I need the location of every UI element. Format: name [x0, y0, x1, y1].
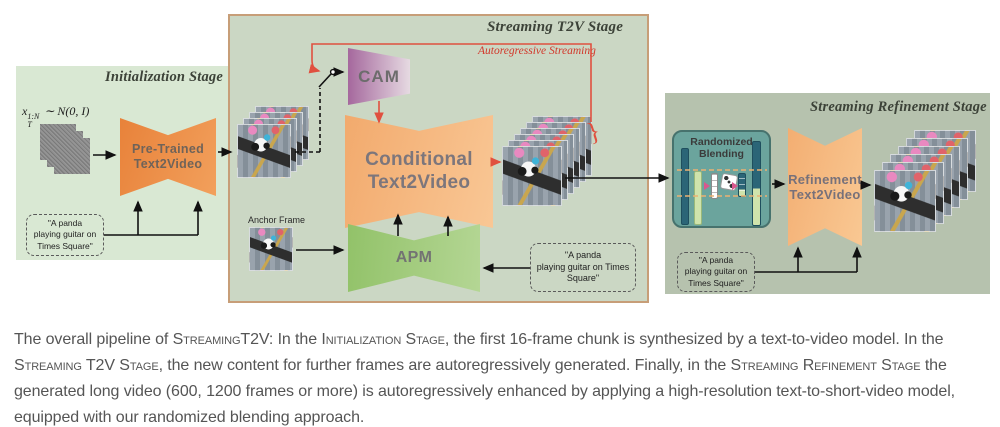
- refinement-text2video-model: Refinement Text2Video: [788, 128, 862, 246]
- initialization-stage-title: Initialization Stage: [105, 69, 224, 85]
- formula-base: x: [22, 104, 28, 118]
- prompt-line: "A panda: [564, 249, 602, 260]
- blending-merged-bar: [752, 141, 761, 226]
- conditional-text2video-model: Conditional Text2Video: [345, 115, 493, 228]
- model-label-line: Text2Video: [789, 187, 861, 202]
- formula-tail: ∼ N(0, I): [44, 104, 90, 118]
- figure-caption: The overall pipeline of StreamingT2V: In…: [14, 327, 989, 427]
- caption-segment: , the first 16-frame chunk is synthesize…: [444, 331, 944, 348]
- blend-step-arrow-icon: [704, 182, 710, 190]
- caption-smallcaps-segment: Streaming: [172, 331, 241, 348]
- prompt-line: "A panda: [698, 255, 734, 266]
- autoregressive-streaming-label: Autoregressive Streaming: [478, 45, 596, 57]
- streaming-t2v-stage-title: Streaming T2V Stage: [487, 19, 624, 35]
- noise-frames-stack: [40, 124, 90, 174]
- blending-label-line: Blending: [699, 148, 744, 161]
- formula-sup: 1:N: [27, 112, 40, 121]
- model-label-line: Pre-Trained: [131, 142, 205, 157]
- prompt-line: playing guitar on Times: [536, 261, 630, 272]
- caption-segment: The overall pipeline of: [14, 331, 173, 348]
- cam-label: CAM: [358, 66, 400, 86]
- prompt-box-streaming: "A panda playing guitar on Times Square": [530, 243, 636, 292]
- model-label-line: Refinement: [788, 171, 862, 187]
- streaming-refinement-stage-title: Streaming Refinement Stage: [810, 99, 987, 115]
- caption-segment: , the new content for further frames are…: [158, 356, 731, 374]
- randomized-blending-label: Randomized Blending: [674, 136, 769, 160]
- blending-chunk-bar-light: [694, 171, 702, 225]
- formula-sub: T: [27, 120, 32, 130]
- blending-overlap-cells: [711, 173, 718, 199]
- noise-frame: [40, 124, 76, 160]
- anchor-frame-image: [249, 227, 293, 271]
- frame-stack-input-chunk: [237, 106, 309, 178]
- blending-result-cells: [738, 173, 746, 197]
- prompt-line: Square": [566, 273, 600, 284]
- frame-stack-streaming-output: [502, 116, 592, 206]
- prompt-box-refinement: "A panda playing guitar on Times Square": [677, 252, 755, 292]
- video-frame: [874, 170, 936, 232]
- blending-label-line: Randomized: [690, 136, 753, 148]
- caption-smallcaps-segment: Streaming Refinement Stage: [730, 356, 921, 374]
- model-label-line: Text2Video: [367, 171, 471, 193]
- model-label-line: Conditional: [365, 149, 473, 171]
- model-label-line: Text2Video: [133, 157, 203, 171]
- caption-smallcaps-segment: Initialization Stage: [321, 331, 445, 348]
- frame-stack-refinement-output: [874, 130, 976, 232]
- prompt-line: "A panda: [47, 218, 83, 229]
- blend-step-arrow-icon: [732, 182, 738, 190]
- prompt-line: playing guitar on: [684, 266, 748, 277]
- caption-segment: the generated long video (600, 1200 fram…: [14, 356, 956, 426]
- apm-label: APM: [395, 248, 433, 266]
- anchor-frame-label: Anchor Frame: [248, 215, 306, 225]
- prompt-line: Times Square": [688, 277, 744, 288]
- prompt-line: playing guitar on: [33, 229, 97, 240]
- caption-segment: T2V: In the: [240, 331, 322, 348]
- video-frame: [237, 124, 291, 178]
- caption-smallcaps-segment: Streaming T2V Stage: [14, 356, 159, 374]
- video-frame: [502, 146, 562, 206]
- prompt-box-initialization: "A panda playing guitar on Times Square": [26, 214, 104, 256]
- blending-chunk-bar-dark: [681, 148, 689, 225]
- prompt-line: Times Square": [37, 240, 93, 251]
